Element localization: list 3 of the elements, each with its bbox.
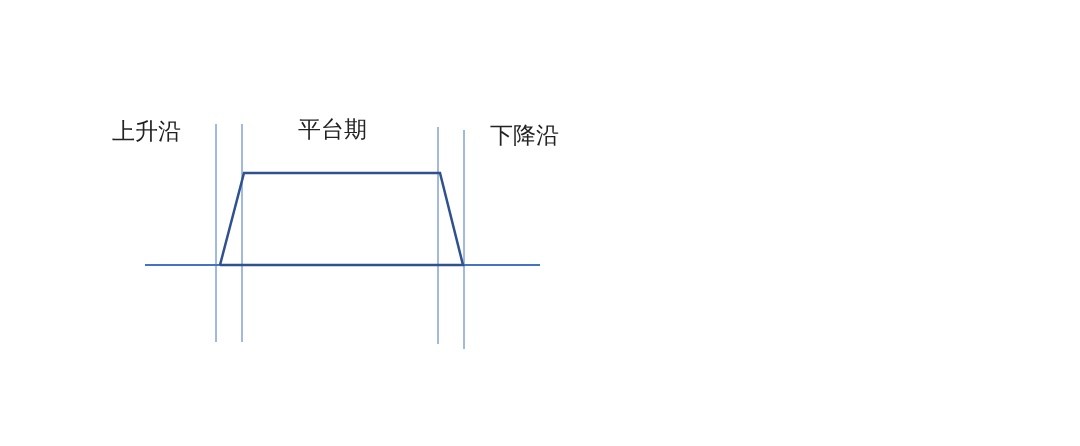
phase-label: 下降沿: [490, 121, 559, 149]
phase-label: 上升沿: [112, 117, 181, 145]
phase-label: 平台期: [298, 115, 367, 143]
